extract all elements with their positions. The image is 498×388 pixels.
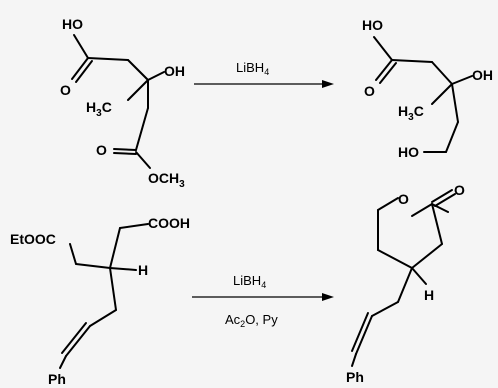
bond [119,223,149,229]
bond [397,267,413,303]
atom-label-oh: OH [164,63,185,79]
bond [375,59,393,81]
arrow-head [322,293,334,301]
bond [377,197,399,211]
atom-label-och3: OCH3 [148,170,185,190]
bond [431,83,453,105]
atom-label-o: O [96,142,107,158]
atom-label-o-ring: O [398,191,409,207]
bond [445,121,459,153]
bond [431,189,453,203]
bond [411,243,443,269]
atom-label-etooc: EtOOC [10,231,56,247]
bond [135,107,149,151]
reaction-2-arrow: LiBH4 Ac2O, Py [192,273,334,329]
reagent-libh4: LiBH4 [233,273,266,290]
bond [451,83,459,123]
atom-label-oh: OH [472,67,493,83]
bond [65,325,91,357]
atom-label-h3c: H3C [398,103,424,123]
bond [127,79,149,101]
bond [355,315,373,355]
atom-label-h: H [138,262,148,278]
bond [431,61,453,85]
bond [69,243,77,265]
bond [109,267,117,311]
reaction-1-arrow: LiBH4 [194,60,334,88]
bond [87,57,129,61]
bond [73,34,89,59]
product-1: HO O OH H3C HO [362,17,493,160]
bond [379,62,397,84]
atom-label-o: O [364,83,375,99]
bond [59,355,67,369]
atom-label-h3c: H3C [86,99,112,119]
reactant-2: EtOOC COOH H Ph [10,215,190,387]
bond [431,203,443,245]
bond [75,60,93,83]
bond [434,193,456,207]
product-2: O O H Ph [346,182,465,385]
bond [89,309,117,327]
atom-label-cooh: COOH [148,215,190,231]
bond [391,59,433,63]
atom-label-h: H [424,287,434,303]
atom-label-o: O [60,82,71,98]
arrow-head [322,80,334,88]
bond [351,353,357,367]
bond [451,75,473,85]
bond [61,322,87,354]
bond [75,263,111,269]
atom-label-ph: Ph [346,369,364,385]
bond [109,267,137,271]
atom-label-ho: HO [398,144,419,160]
reactant-1: HO O OH H3C O OCH3 [60,16,185,190]
bond [147,71,165,81]
bond [373,36,393,61]
reagent-libh4: LiBH4 [236,60,269,77]
atom-label-ho: HO [62,16,83,32]
bond [411,203,433,217]
atom-label-ho: HO [362,17,383,33]
bond [127,59,149,81]
atom-label-ph: Ph [48,371,66,387]
bond [109,227,121,269]
bond [351,312,369,352]
bond [113,148,137,151]
bond [411,267,427,285]
reagent-ac2o-py: Ac2O, Py [225,312,278,329]
bond [71,57,89,80]
bond [113,152,137,155]
bond [135,151,151,169]
atom-label-o-carbonyl: O [454,182,465,198]
bond [377,249,413,269]
bond [371,301,399,317]
